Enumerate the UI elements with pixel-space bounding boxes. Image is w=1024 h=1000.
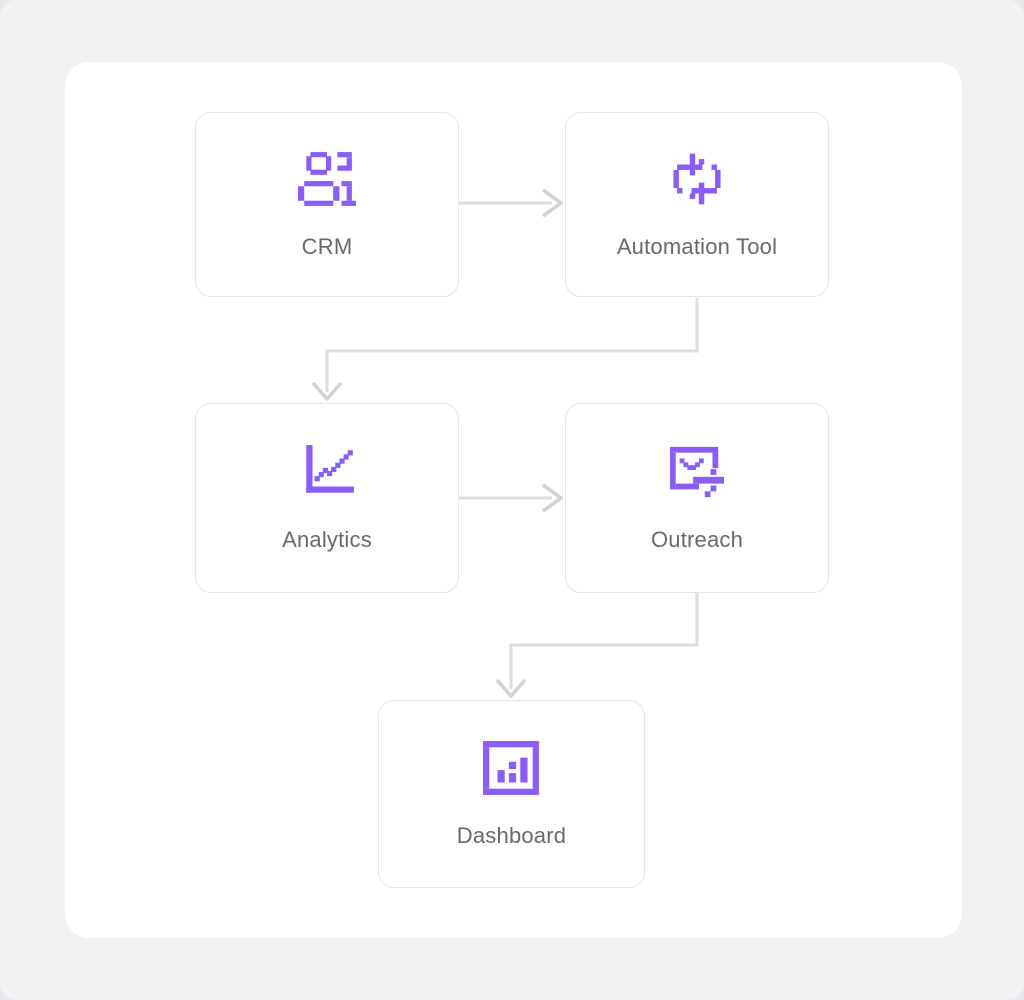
node-label-crm: CRM [301,233,353,259]
node-label-dashboard: Dashboard [456,823,567,848]
node-crm[interactable]: CRM [195,112,459,297]
bar-chart-icon [482,741,539,795]
node-analytics[interactable]: Analytics [195,403,459,593]
node-outreach[interactable]: Outreach [565,403,829,593]
line-chart-icon [306,445,354,493]
node-dashboard[interactable]: Dashboard [378,700,645,888]
users-icon [298,151,356,206]
node-label-analytics: Analytics [282,527,372,552]
node-label-automation-tool: Automation Tool [616,233,778,259]
sync-arrows-icon [673,153,721,204]
node-automation-tool[interactable]: Automation Tool [565,112,829,297]
mail-send-icon [669,446,725,498]
node-label-outreach: Outreach [650,527,744,552]
